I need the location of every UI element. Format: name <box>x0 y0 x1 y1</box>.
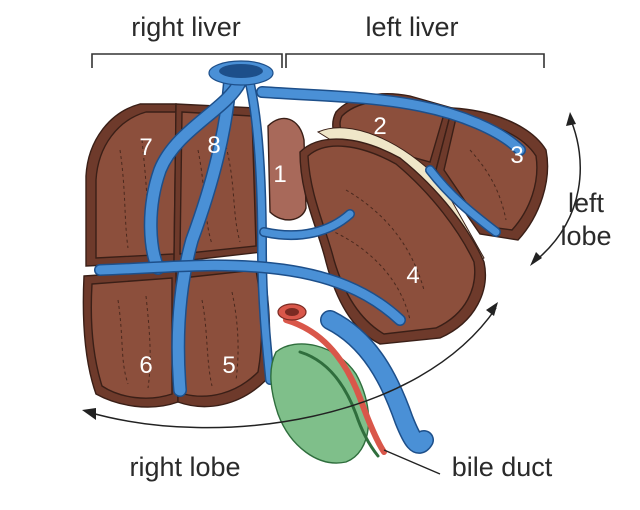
left-lobe-arrow <box>533 117 582 263</box>
left-liver-label: left liver <box>365 12 458 42</box>
segment-7-number: 7 <box>139 134 152 161</box>
segment-2-number: 2 <box>373 113 386 140</box>
segment-1 <box>267 117 307 221</box>
right-lobe-arrowhead-left <box>82 408 96 420</box>
right-lobe-arrow <box>87 307 497 429</box>
right-liver-label: right liver <box>131 12 241 42</box>
segment-1-number: 1 <box>273 161 286 188</box>
right-lobe-label: right lobe <box>129 452 240 482</box>
bile-duct-label: bile duct <box>452 452 553 482</box>
segment-8-number: 8 <box>207 132 220 159</box>
segment-4-number: 4 <box>406 262 419 289</box>
left-lobe-label-line2: lobe <box>560 221 611 251</box>
segment-6 <box>82 269 179 408</box>
right-liver-brace <box>91 53 283 68</box>
left-liver-brace <box>285 53 545 68</box>
hepatic-veins <box>94 60 526 397</box>
left-lobe-arrowhead-top <box>566 112 576 126</box>
segment-5-number: 5 <box>222 352 235 379</box>
right-lobe-arrowhead-right <box>486 302 498 316</box>
hilar-structures <box>270 303 434 464</box>
left-lobe-arrowhead-bottom <box>530 252 542 266</box>
segment-6-number: 6 <box>139 352 152 379</box>
segment-2 <box>332 93 453 171</box>
left-lobe-label-line1: left <box>568 188 605 218</box>
bile-duct-leader <box>383 449 441 475</box>
segment-3-number: 3 <box>510 142 523 169</box>
segment-5 <box>175 261 271 408</box>
